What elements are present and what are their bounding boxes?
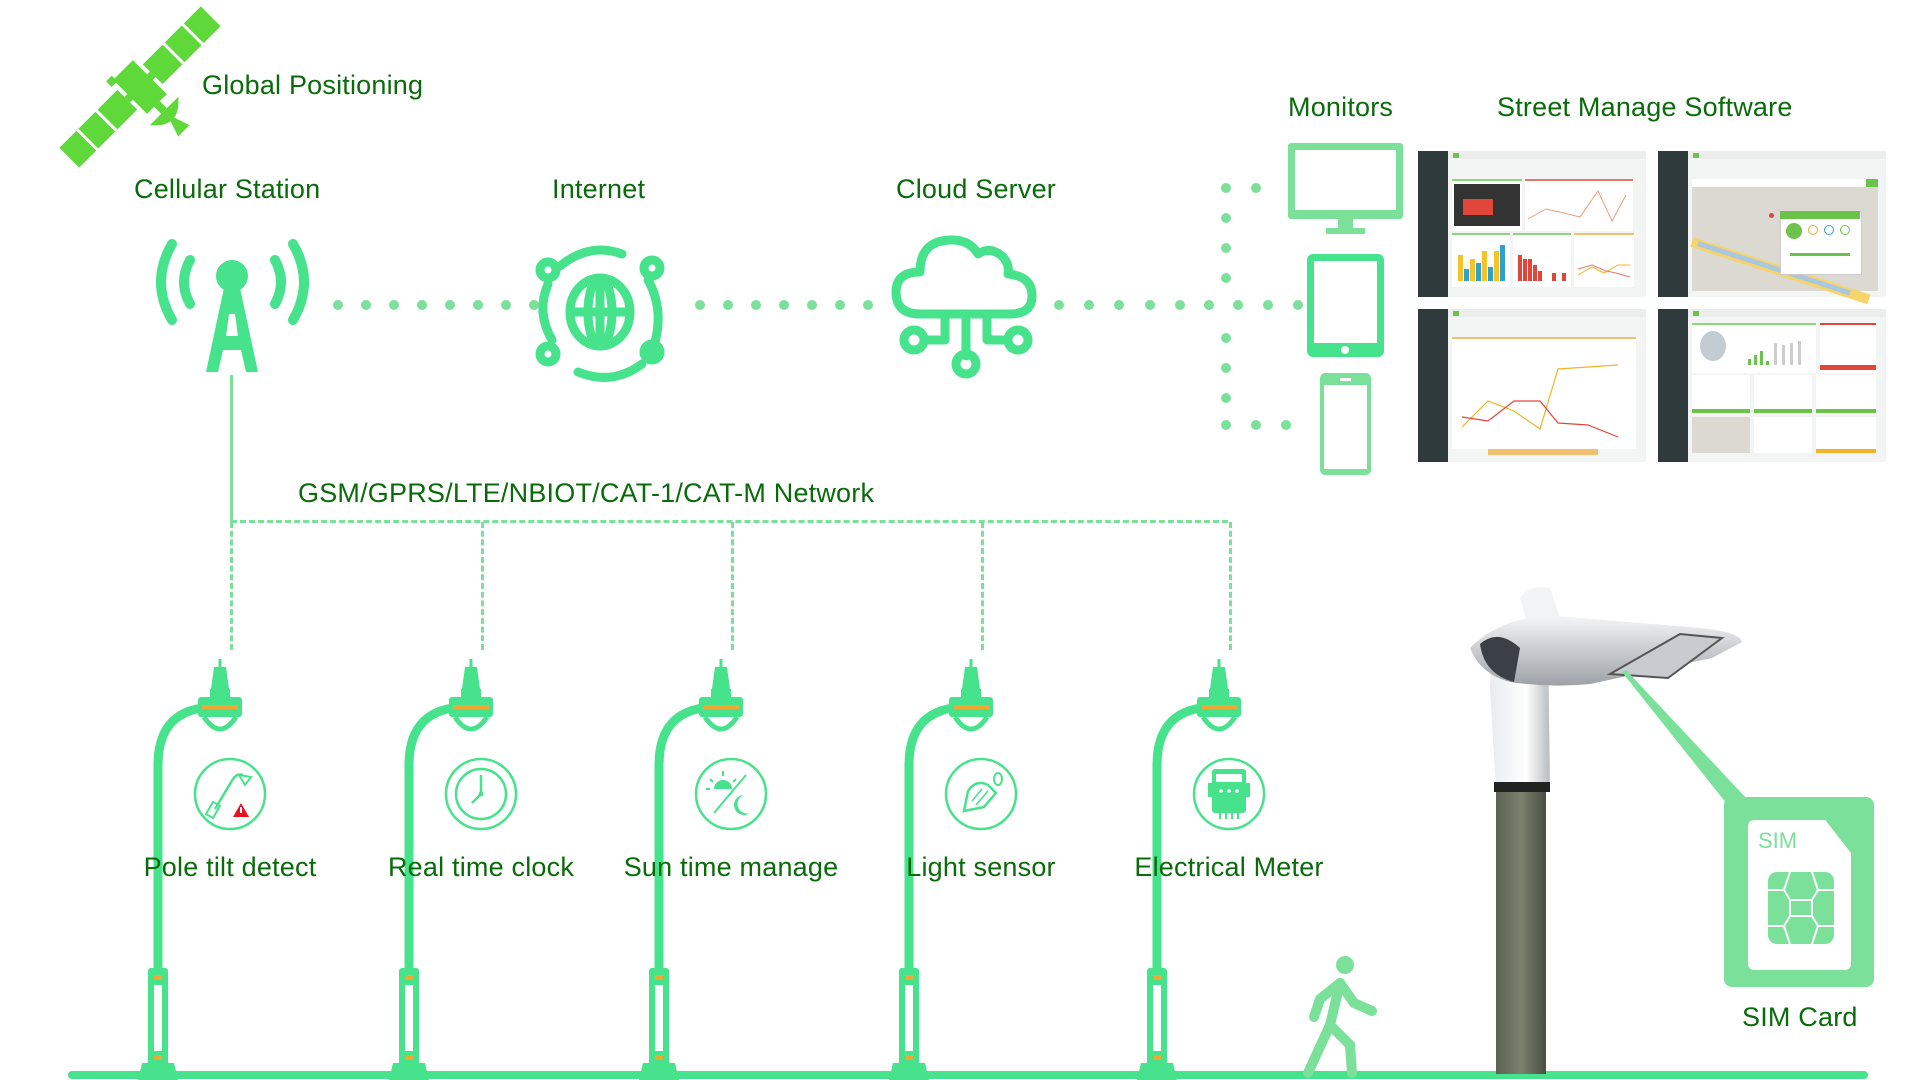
- global-positioning-label: Global Positioning: [202, 70, 424, 100]
- lamp-structure: [138, 659, 242, 1080]
- cloud-server-label: Cloud Server: [896, 174, 1056, 204]
- lamp-network-drop: [230, 522, 233, 650]
- dots-internet-cloud: [695, 300, 873, 310]
- lamp-network-drop: [1229, 522, 1232, 650]
- dots-device-bus: [1221, 183, 1291, 430]
- lamp-network-drop: [481, 522, 484, 650]
- dots-tower-internet: [333, 300, 539, 310]
- street-manage-software-label: Street Manage Software: [1497, 92, 1793, 122]
- tower-network-line: [230, 375, 233, 523]
- sun-moon-icon: [694, 757, 768, 831]
- tablet-icon: [1307, 254, 1384, 357]
- sim-callout-pointer: [1622, 670, 1748, 818]
- lamp-structure: [889, 659, 993, 1080]
- lamp-feature-label: Sun time manage: [623, 852, 839, 882]
- lamp-feature-label: Pole tilt detect: [143, 852, 317, 882]
- sim-card-text: SIM: [1758, 828, 1798, 853]
- smartphone-icon: [1320, 373, 1371, 475]
- electric-meter-icon: [1192, 757, 1266, 831]
- lamp-feature-label: Electrical Meter: [1134, 852, 1324, 882]
- sim-card-label: SIM Card: [1742, 1002, 1858, 1032]
- cloud-server-icon: [891, 235, 1037, 379]
- dashboard-screenshot-linechart: [1418, 309, 1646, 462]
- lamp-feature-label: Light sensor: [906, 852, 1056, 882]
- dashboard-screenshot-map: [1658, 151, 1886, 305]
- dots-cloud-devices: [1054, 300, 1303, 310]
- dashboard-screenshot-analytics: [1418, 151, 1646, 297]
- desktop-monitor-icon: [1288, 143, 1403, 234]
- pole-tilt-warning-icon: [193, 757, 267, 831]
- lamp-structure: [1137, 659, 1241, 1080]
- internet-label: Internet: [552, 174, 646, 204]
- satellite-icon: [59, 6, 221, 168]
- lamp-feature-label: Real time clock: [387, 852, 575, 882]
- network-bus-line: [231, 520, 1228, 523]
- pedestrian-icon: [1303, 956, 1377, 1078]
- sim-card-panel: SIM: [1724, 797, 1874, 987]
- globe-network-icon: [535, 245, 665, 382]
- lamp-network-drop: [731, 522, 734, 650]
- street-light-photo: [1470, 587, 1742, 1074]
- sim-chip-icon: [1768, 871, 1834, 945]
- monitors-label: Monitors: [1288, 92, 1394, 122]
- light-sensor-icon: [944, 757, 1018, 831]
- ground-line: [68, 1071, 1868, 1079]
- clock-icon: [444, 757, 518, 831]
- lamp-structure: [389, 659, 493, 1080]
- lamp-network-drop: [981, 522, 984, 650]
- sim-card-icon: SIM: [1748, 820, 1851, 970]
- dashboard-screenshot-overview: [1658, 309, 1886, 462]
- network-label: GSM/GPRS/LTE/NBIOT/CAT-1/CAT-M Network: [298, 478, 875, 508]
- cellular-station-label: Cellular Station: [134, 174, 321, 204]
- cell-tower-icon: [156, 239, 309, 372]
